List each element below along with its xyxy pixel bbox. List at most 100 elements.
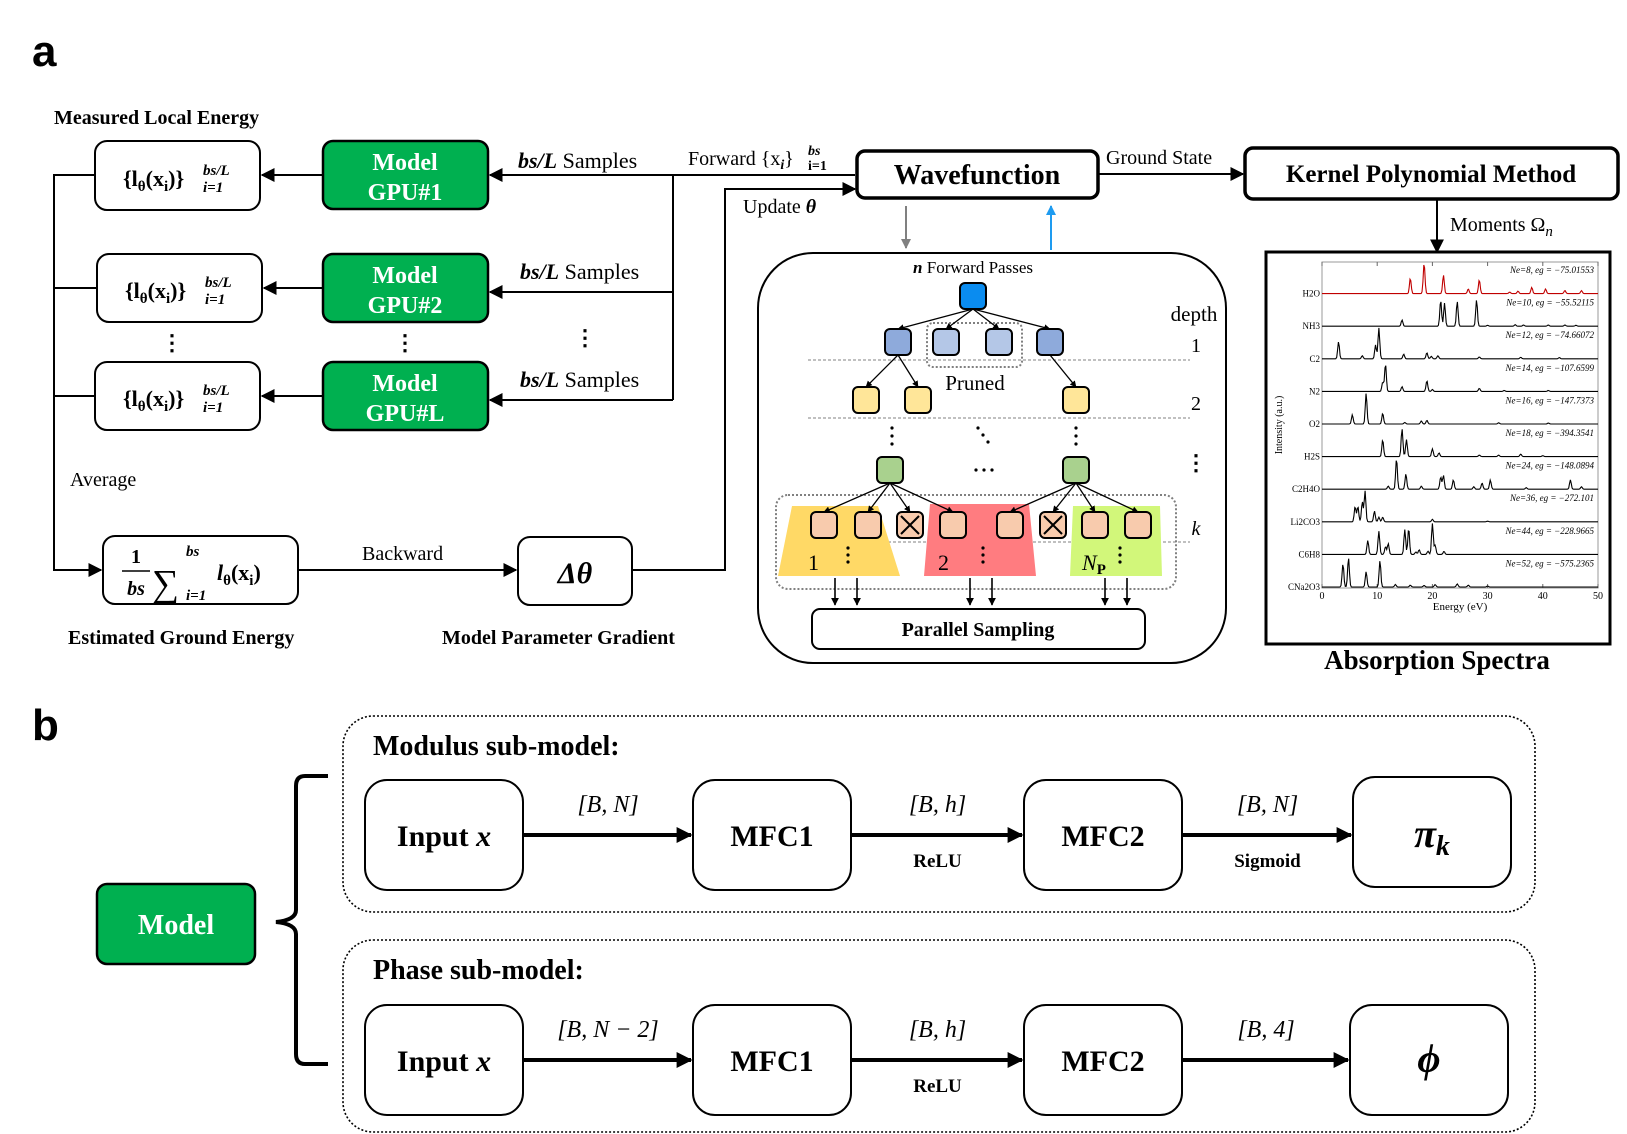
x-tick-label: 0 [1320, 591, 1325, 602]
local-energy-box-2: {lθ(xi)} bs/L i=1 [96, 253, 263, 323]
tree-node-l2 [854, 511, 882, 539]
tree-edge [889, 482, 911, 513]
update-theta-label: Update θ [743, 196, 817, 218]
x-tick-label: 50 [1593, 591, 1603, 602]
depth-k: k [1192, 518, 1202, 540]
estimated-ground-energy-caption: Estimated Ground Energy [68, 627, 294, 649]
vdots-mark [846, 560, 850, 564]
ddots-mark [976, 426, 980, 430]
average-label: Average [70, 469, 136, 491]
vdots-samples: ⋮ [574, 325, 596, 350]
vdots-mark [1118, 553, 1122, 557]
vdots-mark [890, 434, 894, 438]
leaf-level-outline [775, 494, 1177, 590]
series-label-C2: C2 [1309, 354, 1320, 364]
tree-node-a1 [884, 328, 912, 356]
tree-node-l1 [810, 511, 838, 539]
series-label-Li2CO3: Li2CO3 [1290, 517, 1320, 527]
vdots-mark [846, 546, 850, 550]
tree-edge [1075, 482, 1139, 513]
phase-dim-label: [B, 4] [1237, 1017, 1294, 1043]
delta-theta-box: Δθ [517, 536, 633, 606]
modulus-mfc2-label: MFC2 [1061, 820, 1144, 853]
svg-text:bs/L: bs/L [203, 383, 230, 399]
phase-activation-label: ReLU [913, 1076, 962, 1097]
svg-text:bs: bs [127, 578, 145, 600]
phase-output-label: ϕ [1417, 1036, 1440, 1081]
model-brace [275, 774, 328, 1066]
parallel-sampling-box: Parallel Sampling [811, 608, 1146, 650]
vdots-mark [890, 426, 894, 430]
tree-edge [972, 308, 1000, 330]
tree-node-l5 [1081, 511, 1109, 539]
spectrum-line-C6H8 [1322, 523, 1598, 555]
tree-node-p2 [985, 328, 1013, 356]
svg-text:{lθ(xi)}: {lθ(xi)} [125, 278, 186, 307]
tree-edge [972, 308, 1051, 331]
group-label-2: 2 [938, 550, 949, 575]
modulus-activation-label: Sigmoid [1234, 851, 1301, 872]
vdots-mark [981, 553, 985, 557]
series-label-H2O: H2O [1303, 289, 1321, 299]
tree-node-l3 [939, 511, 967, 539]
model-gpu-1: Model GPU#1 [321, 139, 490, 211]
spectrum-line-Li2CO3 [1322, 490, 1598, 523]
svg-text:Parallel Sampling: Parallel Sampling [902, 619, 1055, 641]
pruned-outline [926, 322, 1023, 368]
tree-edge [889, 482, 954, 513]
vdots-gpu: ⋮ [394, 330, 416, 355]
depth-2: 2 [1191, 393, 1201, 415]
tree-edge [897, 354, 919, 388]
pruned-label: Pruned [945, 371, 1005, 395]
vdots-mark [846, 553, 850, 557]
series-label-CNa2O3: CNa2O3 [1288, 582, 1320, 592]
depth-vdots: ⋮ [1185, 450, 1207, 475]
svg-text:{lθ(xi)}: {lθ(xi)} [123, 386, 184, 415]
spectra-frame [1264, 250, 1612, 646]
vdots-mark [1118, 546, 1122, 550]
modulus-dim-label: [B, N] [577, 792, 638, 818]
model-box: Model [95, 882, 257, 966]
tree-edge [823, 482, 891, 513]
modulus-title: Modulus sub-model: [373, 731, 620, 762]
svg-text:{lθ(xi)}: {lθ(xi)} [123, 166, 184, 195]
group-label-np: NP [1081, 550, 1106, 578]
modulus-input-label: Input x [397, 820, 491, 853]
hdots-mark [982, 468, 986, 472]
vdots-mark [1074, 442, 1078, 446]
phase-mfc2-label: MFC2 [1061, 1045, 1144, 1078]
svg-text:i=1: i=1 [205, 292, 225, 308]
vdots-mark [981, 560, 985, 564]
samples-label-L: bs/L Samples [520, 367, 639, 392]
model-gpu-2: Model GPU#2 [321, 252, 490, 324]
hdots-mark [974, 468, 978, 472]
phase-mfc1-label: MFC1 [730, 1045, 813, 1078]
tree-edge [1009, 482, 1077, 513]
panel-a-label: a [32, 27, 57, 76]
svg-text:Model: Model [372, 263, 438, 289]
svg-text:Model: Model [372, 150, 438, 176]
series-label-O2: O2 [1309, 419, 1320, 429]
vdots-local: ⋮ [161, 330, 183, 355]
tree-node-b1 [852, 386, 880, 414]
series-label-C2H4O: C2H4O [1292, 484, 1321, 494]
hdots-mark [990, 468, 994, 472]
tree-edge [867, 482, 891, 513]
svg-text:∑: ∑ [152, 563, 179, 605]
series-label-N2: N2 [1309, 386, 1320, 396]
forward-sub: i=1 [808, 159, 827, 174]
series-annotation-H2S: Ne=18, eg = −394.3541 [1505, 428, 1594, 438]
ground-state-label: Ground State [1106, 147, 1212, 169]
absorption-spectra-title: Absorption Spectra [1324, 645, 1550, 675]
samples-label-1: bs/L Samples [518, 148, 637, 173]
spectrum-line-NH3 [1322, 300, 1598, 327]
tree-layer [775, 282, 1190, 606]
svg-text:1: 1 [131, 546, 141, 568]
plot-area [1321, 261, 1599, 589]
vdots-mark [1074, 426, 1078, 430]
ddots-mark [981, 433, 985, 437]
series-annotation-C2: Ne=12, eg = −74.66072 [1505, 330, 1595, 340]
